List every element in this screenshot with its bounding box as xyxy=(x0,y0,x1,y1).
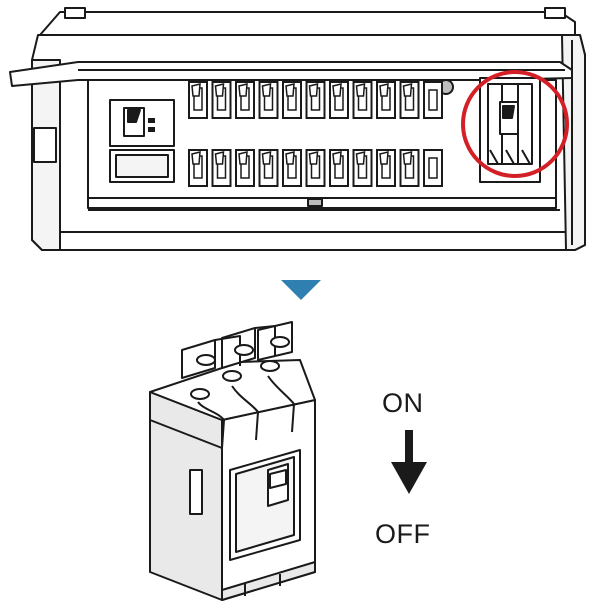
arrow-down-icon xyxy=(391,430,427,494)
breaker-switch xyxy=(211,149,232,187)
breaker-rows xyxy=(188,81,443,187)
on-off-direction: ON OFF xyxy=(375,388,431,549)
breaker-switch xyxy=(305,149,326,187)
molded-case-breaker xyxy=(149,321,316,601)
breaker-switch xyxy=(188,149,208,187)
breaker-switch xyxy=(235,81,255,119)
breaker-switch xyxy=(329,81,349,119)
breaker-switch xyxy=(423,149,443,187)
breaker-switch xyxy=(188,81,208,119)
breaker-switch xyxy=(399,149,420,187)
breaker-switch xyxy=(329,149,349,187)
breaker-switch xyxy=(258,81,279,119)
off-label: OFF xyxy=(375,519,431,549)
highlight-circle xyxy=(461,70,569,178)
breaker-switch xyxy=(282,149,302,187)
on-label: ON xyxy=(382,388,424,418)
breaker-switch xyxy=(258,149,279,187)
breaker-switch xyxy=(376,81,396,119)
breaker-switch xyxy=(305,81,326,119)
breaker-switch xyxy=(211,81,232,119)
breaker-switch xyxy=(282,81,302,119)
breaker-switch xyxy=(352,149,373,187)
breaker-switch xyxy=(376,149,396,187)
distribution-board xyxy=(9,7,586,251)
down-arrow-icon xyxy=(281,280,321,300)
breaker-switch xyxy=(235,149,255,187)
breaker-switch xyxy=(399,81,420,119)
breaker-switch xyxy=(423,81,443,119)
breaker-switch xyxy=(352,81,373,119)
